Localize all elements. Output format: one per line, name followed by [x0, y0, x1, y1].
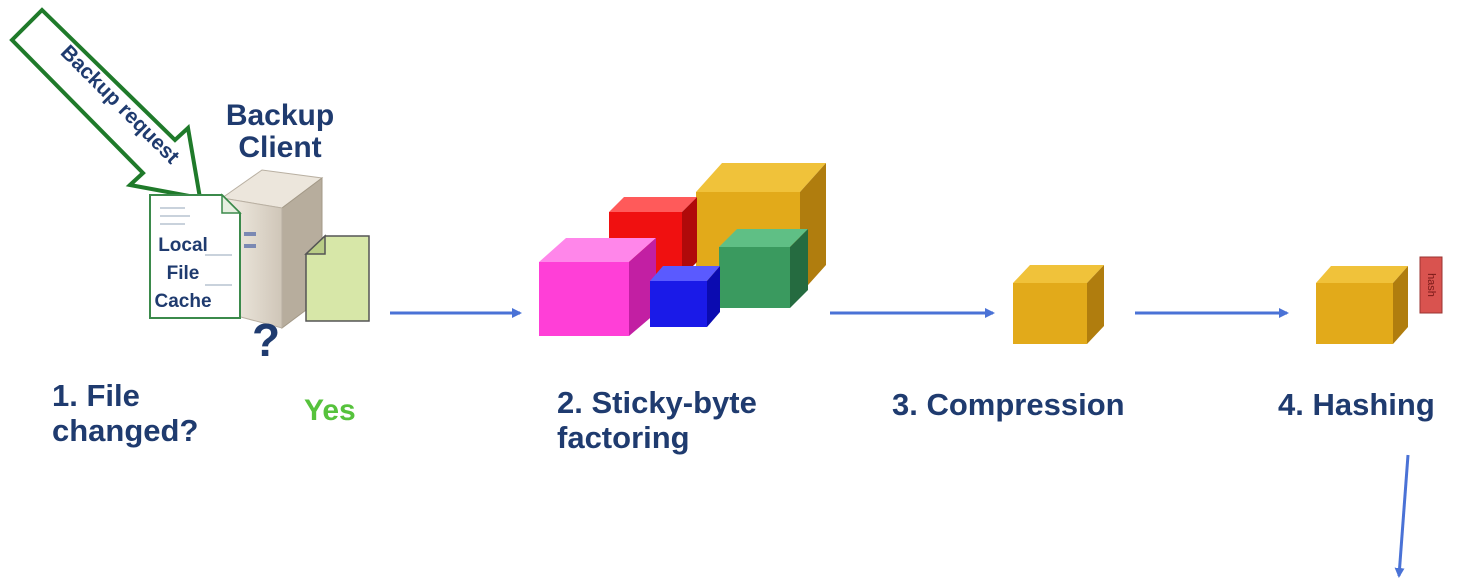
yes-label: Yes [304, 394, 356, 427]
changed-file-icon [304, 234, 370, 322]
cache-line3: Cache [154, 291, 212, 312]
flow-arrow-4 [1394, 454, 1410, 578]
flow-arrows [390, 308, 1410, 578]
hash-tag-label: hash [1425, 273, 1437, 297]
backup-request-arrow [9, 7, 203, 201]
cache-document-icon [149, 193, 242, 319]
hash-tag-icon [1419, 256, 1443, 314]
data-chunk-cubes [539, 163, 826, 336]
step-2-line1: 2. Sticky-byte [557, 385, 757, 420]
step-1-line1: 1. File [52, 378, 140, 413]
client-title-line1: Backup [225, 99, 335, 132]
compressed-cube [1013, 265, 1104, 344]
hash-tag-text: hash [1424, 260, 1438, 310]
step-1-label: 1. File changed? [52, 378, 198, 448]
step-4-line1: 4. Hashing [1278, 387, 1435, 422]
client-title-line2: Client [238, 131, 322, 164]
question-mark: ? [252, 314, 281, 366]
cache-line1: Local [158, 235, 208, 256]
hashed-cube [1316, 266, 1408, 344]
blue-cube [650, 266, 720, 327]
cache-line2: File [166, 263, 200, 284]
step-2-line2: factoring [557, 420, 690, 455]
step-3-line1: 3. Compression [892, 387, 1125, 422]
step-3-label: 3. Compression [892, 387, 1125, 422]
magenta-cube [539, 238, 656, 336]
green-cube [719, 229, 808, 308]
step-2-label: 2. Sticky-byte factoring [557, 385, 757, 455]
step-4-label: 4. Hashing [1278, 387, 1435, 422]
step-1-line2: changed? [52, 413, 199, 448]
cache-label: Local File Cache [148, 232, 218, 316]
backup-client-title: Backup Client [215, 100, 345, 164]
